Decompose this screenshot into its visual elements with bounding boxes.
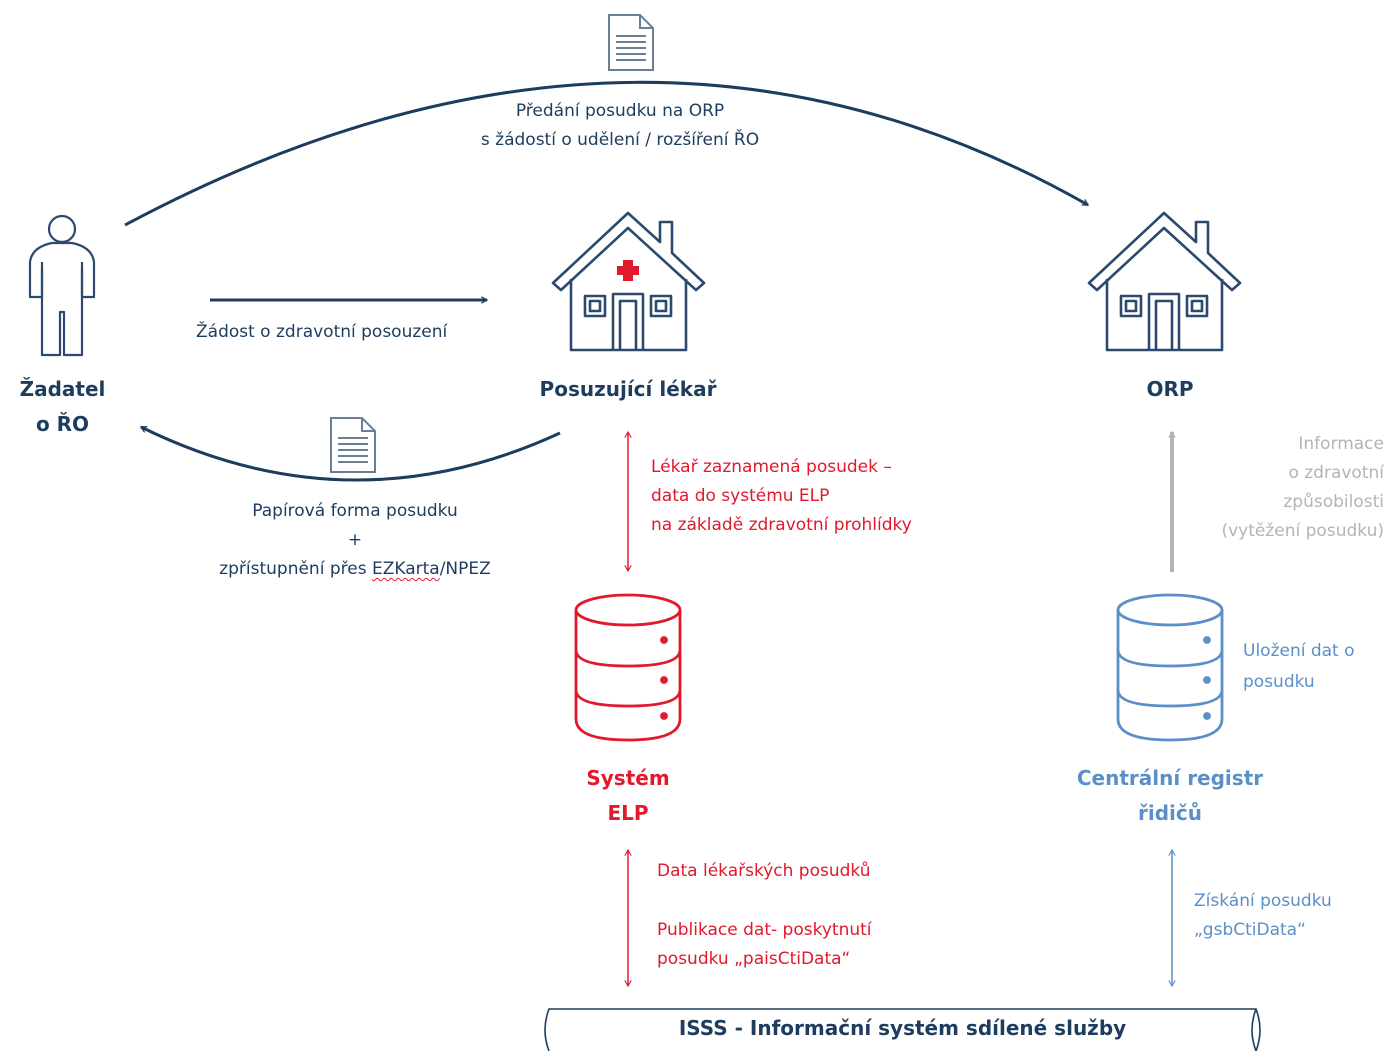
database-icon: [574, 593, 682, 742]
transfer-arc-arrow: [124, 80, 1090, 227]
doctor-title: Posuzující lékař: [539, 377, 717, 401]
applicant-title: Žadatel o ŘO: [19, 377, 106, 436]
orp-title: ORP: [1146, 377, 1194, 401]
elp-title: Systém ELP: [586, 766, 670, 825]
clinic-house-icon: [551, 211, 706, 352]
access-prefix: zpřístupnění přes: [219, 559, 372, 579]
retrieval-label: Získání posudku „gsbCtiData“: [1194, 891, 1332, 940]
database-icon: [1116, 593, 1224, 742]
medical-data-label: Data lékařských posudků: [657, 861, 871, 881]
health-info-label: Informace o zdravotní způsobilosti (vytě…: [1221, 434, 1384, 541]
registry-title: Centrální registr řidičů: [1076, 766, 1264, 825]
transfer-label: Předání posudku na ORP s žádostí o uděle…: [480, 101, 760, 150]
storage-label: Uložení dat o posudku: [1243, 641, 1355, 692]
access-suffix: /NPEZ: [439, 559, 491, 579]
document-icon: [608, 14, 654, 71]
paper-form-label: Papírová forma posudku: [252, 501, 458, 521]
isss-title: ISSS - Informační systém sdílené služby: [678, 1016, 1127, 1040]
medical-cross-icon: [617, 260, 639, 281]
publication-label: Publikace dat- poskytnutí posudku „paisC…: [657, 920, 872, 969]
person-icon: [28, 214, 96, 357]
plus-label: +: [347, 530, 363, 550]
document-icon: [330, 417, 376, 473]
isss-cylinder: [544, 1008, 1261, 1051]
request-label: Žádost o zdravotní posouzení: [196, 322, 448, 342]
house-icon: [1087, 211, 1242, 352]
doctor-records-label: Lékař zaznamená posudek – data do systém…: [651, 457, 912, 535]
ezkarta-word: EZKarta: [371, 559, 440, 579]
access-label: zpřístupnění přes EZKarta/NPEZ: [150, 555, 560, 584]
return-arc-arrow: [139, 425, 561, 482]
